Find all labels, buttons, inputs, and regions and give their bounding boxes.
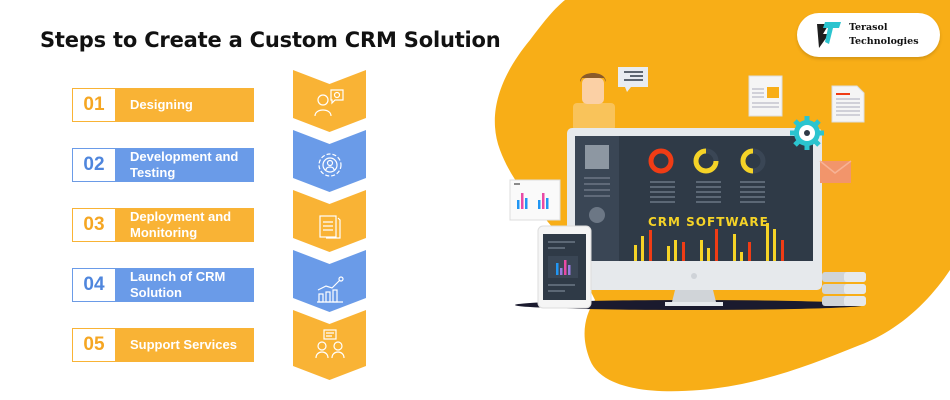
logo-line-1: Terasol (849, 22, 888, 33)
page-title: Steps to Create a Custom CRM Solution (40, 28, 501, 52)
company-logo: Terasol Technologies (797, 13, 940, 57)
document-icon-1 (748, 75, 783, 117)
step-label: Support Services (116, 328, 254, 362)
step-2: 02 Development and Testing (72, 148, 254, 182)
step-label: Deployment and Monitoring (116, 208, 254, 242)
person-idea-icon (314, 89, 344, 117)
logo-text: Terasol Technologies (849, 21, 919, 49)
server-stack-icon (822, 272, 866, 306)
step-label: Development and Testing (116, 148, 254, 182)
growth-chart-icon (317, 276, 344, 303)
step-label: Designing (116, 88, 254, 122)
step-number: 02 (72, 148, 116, 182)
logo-line-2: Technologies (849, 36, 919, 47)
step-3: 03 Deployment and Monitoring (72, 208, 254, 242)
envelope-icon (819, 160, 852, 183)
screen-bar-chart (634, 223, 784, 261)
screen-text-lines (650, 181, 765, 203)
gear-person-icon (318, 153, 342, 177)
person-figure (573, 73, 615, 131)
phone-device (537, 225, 592, 309)
screen-label: CRM SOFTWARE (648, 215, 769, 229)
checklist-document-icon (319, 215, 341, 239)
chart-window (509, 179, 561, 221)
support-chat-icon (315, 329, 345, 359)
step-number: 04 (72, 268, 116, 302)
donut-charts (648, 148, 766, 174)
terasol-logo-icon (817, 22, 841, 48)
step-number: 03 (72, 208, 116, 242)
step-5: 05 Support Services (72, 328, 254, 362)
step-4: 04 Launch of CRM Solution (72, 268, 254, 302)
step-number: 01 (72, 88, 116, 122)
step-label: Launch of CRM Solution (116, 268, 254, 302)
gear-icon (790, 116, 824, 150)
document-icon-2 (831, 85, 865, 123)
chat-bubble-icon (618, 67, 648, 92)
step-1: 01 Designing (72, 88, 254, 122)
step-number: 05 (72, 328, 116, 362)
